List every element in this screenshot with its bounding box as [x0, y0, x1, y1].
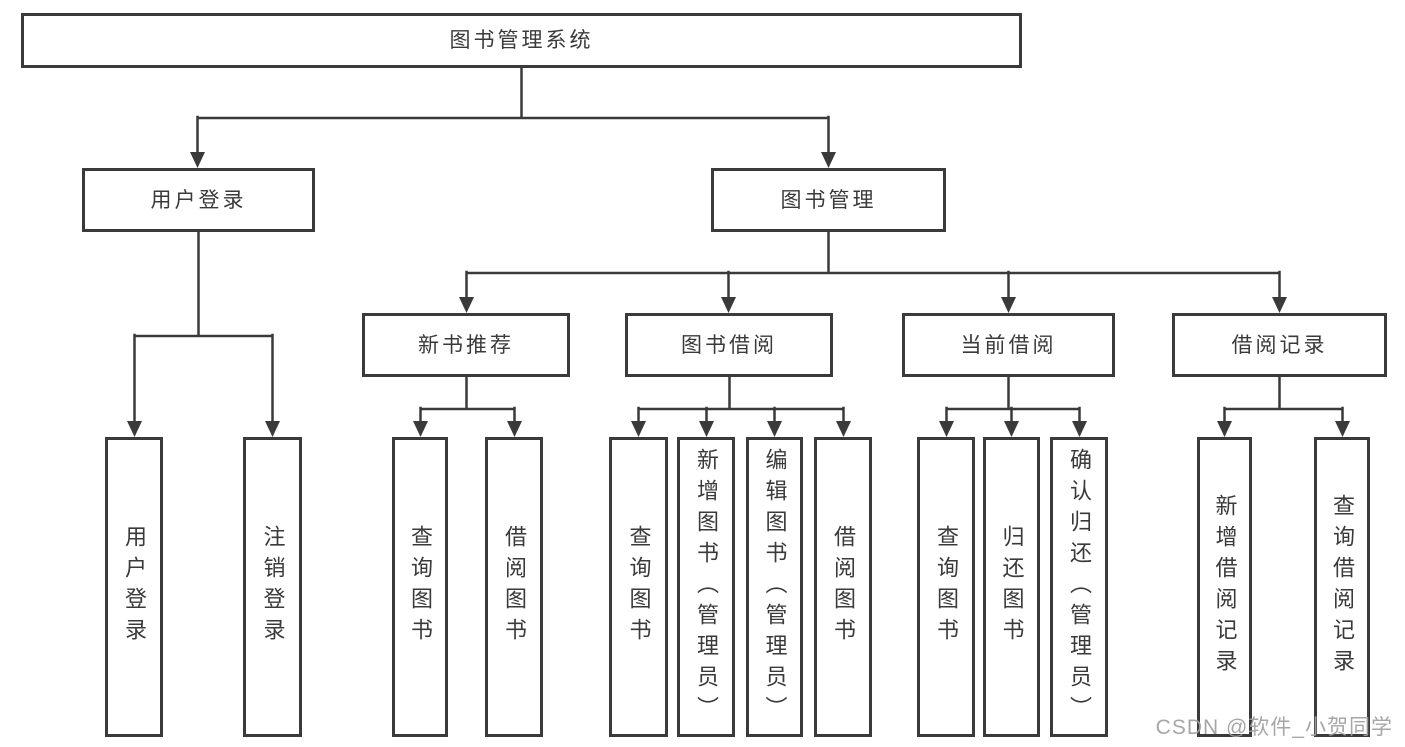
leaf-query-books-3: 查询图书 — [917, 437, 975, 737]
node-library-management-system: 图书管理系统 — [21, 13, 1022, 68]
arrowhead-icon — [265, 421, 280, 437]
arrowhead-icon — [507, 421, 522, 437]
leaf-borrow-books-1: 借阅图书 — [485, 437, 543, 737]
arrowhead-icon — [190, 152, 205, 168]
arrowhead-icon — [939, 421, 954, 437]
arrowhead-icon — [699, 421, 714, 437]
node-book-borrowing: 图书借阅 — [625, 313, 833, 377]
leaf-query-books-2: 查询图书 — [609, 437, 668, 737]
leaf-user-login: 用户登录 — [105, 437, 163, 737]
leaf-logout: 注销登录 — [243, 437, 302, 737]
arrowhead-icon — [836, 421, 851, 437]
arrowhead-icon — [631, 421, 646, 437]
arrowhead-icon — [1004, 421, 1019, 437]
node-current-borrowing: 当前借阅 — [902, 313, 1115, 377]
node-book-management: 图书管理 — [711, 168, 946, 232]
edge-root-to-level2 — [196, 66, 830, 156]
arrowhead-icon — [1217, 421, 1232, 437]
node-user-login: 用户登录 — [82, 168, 315, 232]
edge-book-borrow-to-leaves — [637, 375, 845, 425]
watermark: CSDN @软件_小贺同学 — [1155, 716, 1393, 739]
leaf-borrow-books-2: 借阅图书 — [814, 437, 872, 737]
edge-book-management-to-level3 — [465, 230, 1281, 301]
edge-current-borrow-to-leaves — [945, 375, 1081, 425]
edge-borrow-records-to-leaves — [1223, 375, 1344, 425]
arrowhead-icon — [127, 421, 142, 437]
arrowhead-icon — [1272, 297, 1287, 313]
arrowhead-icon — [1335, 421, 1350, 437]
leaf-edit-books-admin: 编辑图书（管理员） — [746, 437, 803, 737]
arrowhead-icon — [1072, 421, 1087, 437]
leaf-return-books: 归还图书 — [983, 437, 1040, 737]
edge-new-books-to-leaves — [419, 375, 516, 425]
leaf-confirm-return-admin: 确认归还（管理员） — [1050, 437, 1108, 737]
arrowhead-icon — [1001, 297, 1016, 313]
leaf-query-books-1: 查询图书 — [392, 437, 448, 737]
edge-user-login-to-leaves — [133, 230, 274, 425]
arrowhead-icon — [767, 421, 782, 437]
leaf-add-books-admin: 新增图书（管理员） — [677, 437, 735, 737]
arrowhead-icon — [721, 297, 736, 313]
arrowhead-icon — [459, 297, 474, 313]
leaf-add-borrow-record: 新增借阅记录 — [1197, 437, 1252, 737]
node-borrow-records: 借阅记录 — [1172, 313, 1387, 377]
leaf-query-borrow-record: 查询借阅记录 — [1314, 437, 1370, 737]
arrowhead-icon — [413, 421, 428, 437]
arrowhead-icon — [821, 152, 836, 168]
node-new-book-recommendation: 新书推荐 — [362, 313, 570, 377]
